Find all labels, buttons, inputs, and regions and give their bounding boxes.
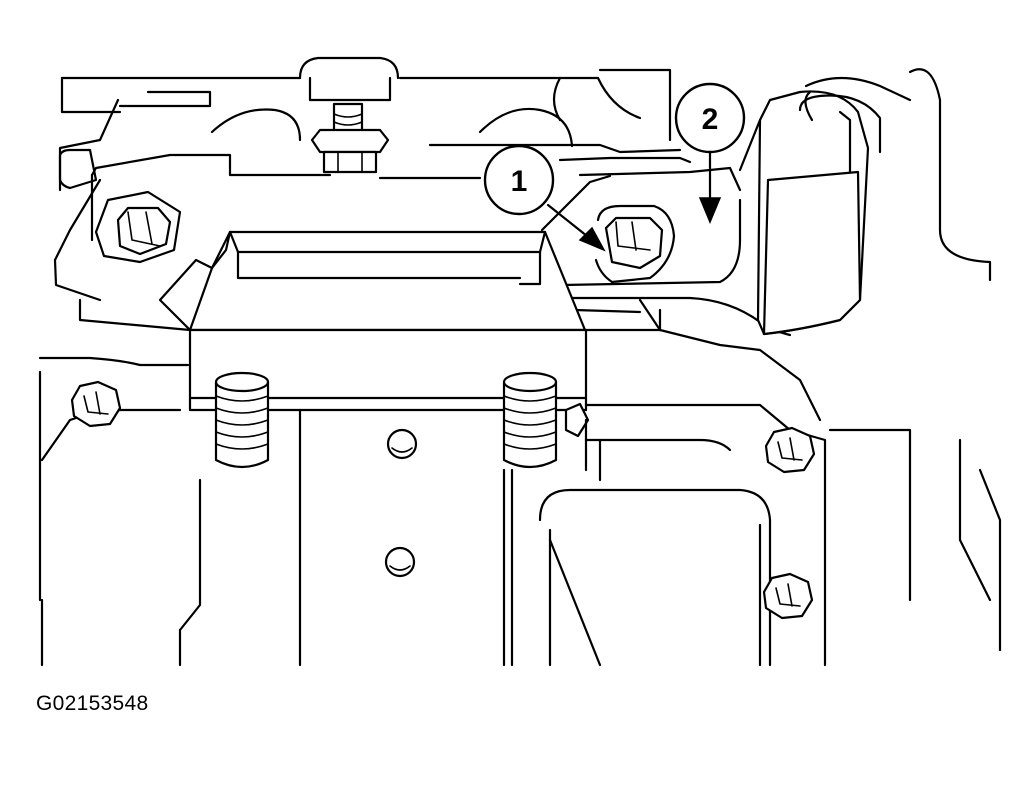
detent-lever bbox=[738, 76, 912, 336]
flange-bolt-right-upper bbox=[764, 426, 816, 474]
callout-1-label: 1 bbox=[511, 165, 528, 198]
figure-id-label: G02153548 bbox=[36, 692, 149, 715]
callout-2: 2 bbox=[674, 82, 746, 224]
callout-1: 1 bbox=[483, 144, 606, 252]
valve-body-lower bbox=[298, 408, 772, 667]
bracket-plate bbox=[90, 143, 792, 337]
top-dome bbox=[210, 56, 574, 148]
callout-2-arrowhead bbox=[698, 197, 722, 224]
callout-1-arrowhead bbox=[578, 226, 606, 252]
holding-block bbox=[158, 230, 588, 412]
left-large-bolt bbox=[58, 148, 182, 264]
top-bolt bbox=[310, 102, 390, 174]
flange-bolt-right-lower bbox=[762, 572, 814, 620]
small-stud-tip bbox=[564, 402, 590, 438]
valve-body-holes bbox=[384, 428, 418, 578]
right-stud bbox=[502, 371, 558, 469]
target-bolt bbox=[594, 204, 676, 284]
callout-2-label: 2 bbox=[702, 103, 719, 136]
left-stud bbox=[214, 371, 270, 469]
flange-bolt-left bbox=[70, 380, 122, 428]
